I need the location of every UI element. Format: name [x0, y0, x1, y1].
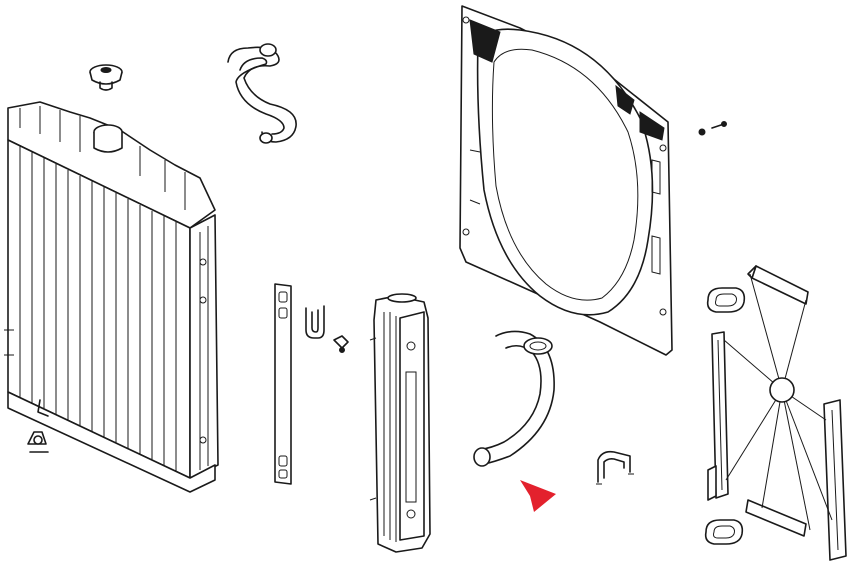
drain-bolt [27, 335, 349, 453]
side-tank [369, 293, 431, 553]
rubber-grommets [704, 287, 746, 545]
radiator-cap [89, 64, 123, 91]
mounting-strap [274, 283, 292, 485]
red-pointer [520, 480, 556, 512]
upper-hose [227, 43, 297, 144]
fan-shroud [459, 5, 673, 356]
lower-hose [473, 330, 555, 467]
radiator-core [4, 101, 219, 493]
u-clip [305, 305, 325, 339]
fan-guard-frame [707, 265, 847, 561]
small-screws [698, 121, 727, 136]
u-bracket [596, 450, 634, 485]
